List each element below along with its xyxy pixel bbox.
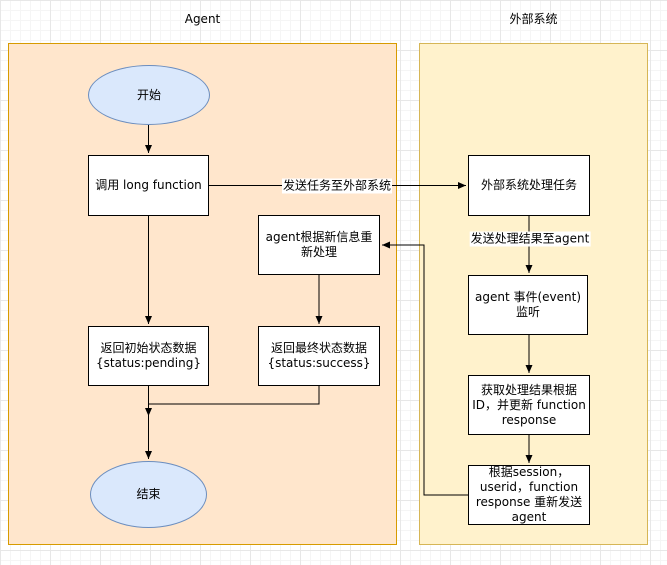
node-agent-event-listener-label: agent 事件(event)监听 — [474, 290, 582, 319]
node-fetch-result-update[interactable]: 获取处理结果根据ID，并更新 function response — [468, 375, 590, 435]
node-end[interactable]: 结束 — [90, 461, 207, 528]
edge-final-status-to-merge[interactable] — [145, 386, 320, 416]
node-agent-reprocess-label: agent根据新信息重新处理 — [265, 230, 373, 259]
node-call-long-function[interactable]: 调用 long function — [88, 155, 209, 216]
node-external-process-task[interactable]: 外部系统处理任务 — [468, 155, 590, 216]
node-agent-event-listener[interactable]: agent 事件(event)监听 — [468, 275, 588, 335]
node-return-final-status-label: 返回最终状态数据 {status:success} — [267, 341, 371, 370]
lane-agent[interactable] — [8, 43, 397, 545]
node-end-label: 结束 — [136, 487, 161, 501]
node-agent-reprocess[interactable]: agent根据新信息重新处理 — [258, 215, 380, 275]
node-start[interactable]: 开始 — [88, 65, 210, 125]
node-resend-agent-label: 根据session，userid，function response 重新发送 … — [475, 465, 583, 524]
node-return-initial-status[interactable]: 返回初始状态数据 {status:pending} — [88, 326, 209, 386]
edge-resend-to-reprocess[interactable] — [382, 241, 468, 496]
node-resend-agent[interactable]: 根据session，userid，function response 重新发送 … — [468, 465, 590, 525]
node-return-final-status[interactable]: 返回最终状态数据 {status:success} — [258, 326, 380, 386]
lane-title-external-system[interactable]: 外部系统 — [509, 12, 558, 26]
node-fetch-result-update-label: 获取处理结果根据ID，并更新 function response — [472, 382, 586, 427]
lane-title-agent[interactable]: Agent — [184, 12, 221, 26]
node-start-label: 开始 — [136, 87, 161, 102]
node-return-initial-status-label: 返回初始状态数据 {status:pending} — [96, 341, 201, 370]
node-external-process-task-label: 外部系统处理任务 — [480, 178, 577, 192]
edge-label-send-task[interactable]: 发送任务至外部系统 — [281, 178, 393, 194]
node-call-long-function-label: 调用 long function — [95, 178, 202, 192]
edge-label-send-result[interactable]: 发送处理结果至agent — [469, 231, 591, 247]
